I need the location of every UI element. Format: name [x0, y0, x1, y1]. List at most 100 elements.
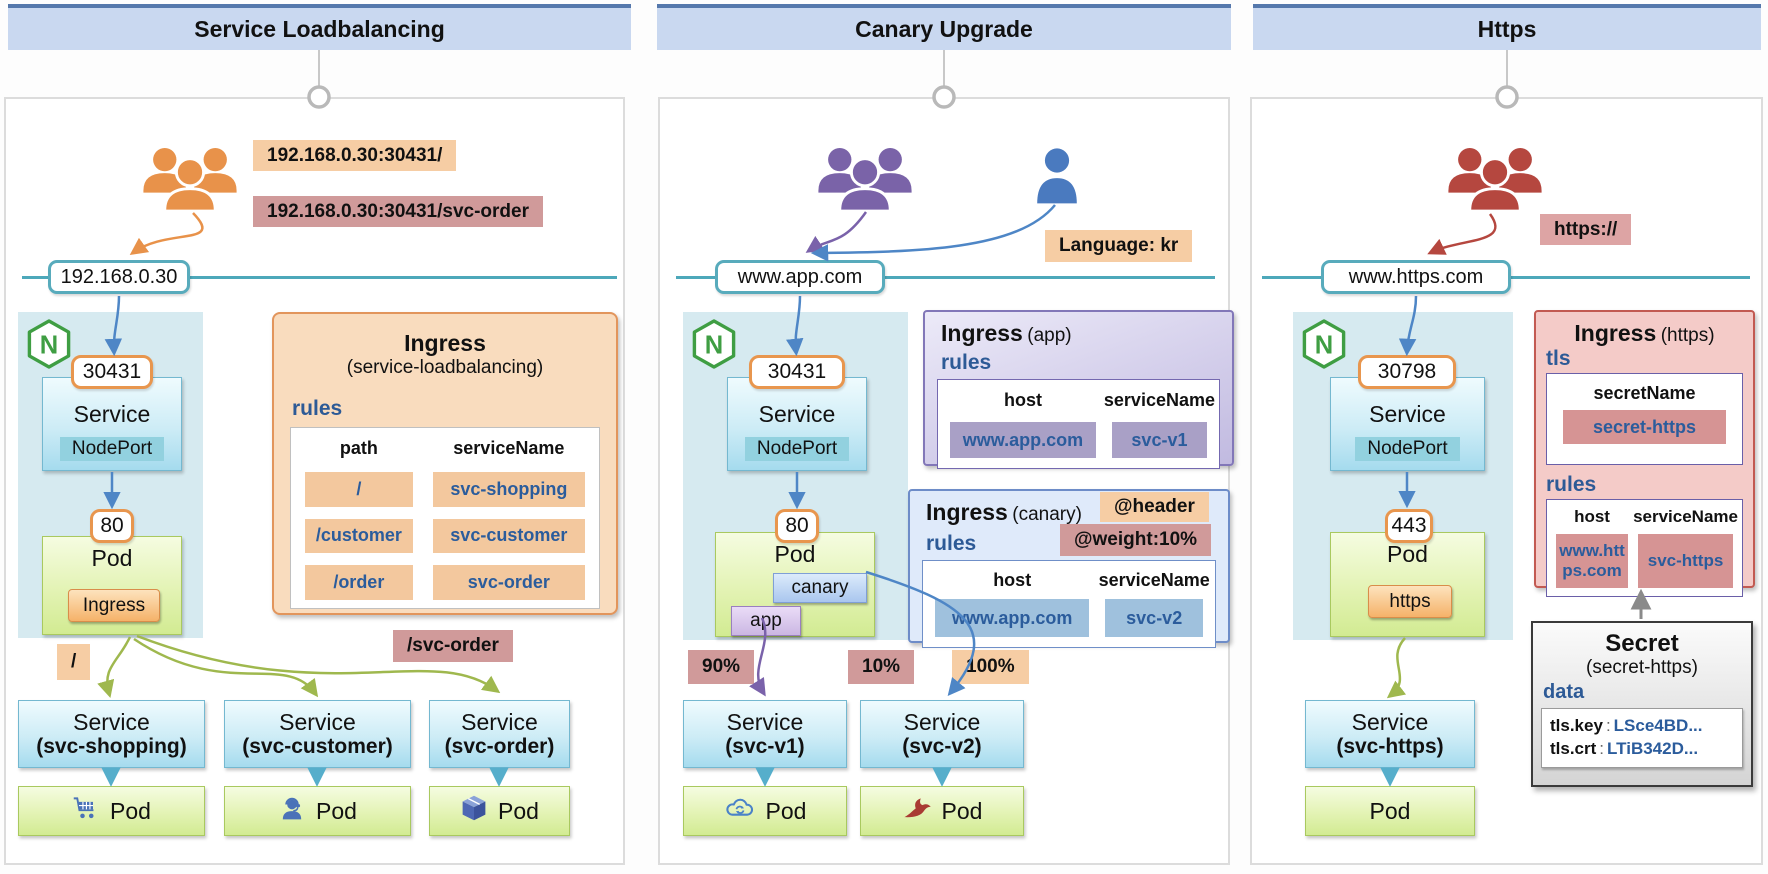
pod-label: Pod	[110, 797, 151, 824]
nodeport-type-chip: NodePort	[1355, 436, 1460, 461]
service-label: Service	[73, 708, 150, 735]
rule-path: /order	[305, 565, 413, 600]
host-box-https: www.https.com	[1321, 260, 1511, 294]
service-label: Service	[726, 708, 804, 735]
canary-chip: canary	[773, 573, 867, 603]
node-ip-box: 192.168.0.30	[48, 260, 190, 294]
chip-label: Ingress	[82, 594, 146, 616]
ingress-controller-pod: Pod canary app	[715, 532, 875, 637]
service-name: (svc-https)	[1336, 735, 1444, 759]
ingress-title: Ingress	[941, 320, 1023, 346]
canary-network-line	[676, 276, 1215, 279]
service-label: Service	[1369, 401, 1446, 428]
path-svc-order-label: /svc-order	[393, 630, 513, 662]
svg-text:N: N	[705, 331, 723, 359]
separator: :	[1605, 716, 1611, 736]
col-header-secretname: secretName	[1593, 382, 1696, 403]
rule-service: svc-order	[432, 565, 585, 600]
ingress-title: Ingress	[404, 330, 486, 356]
service-name: (svc-v2)	[902, 735, 982, 759]
pod-label: Pod	[1369, 797, 1411, 824]
users-group-icon	[815, 146, 915, 213]
service-label: Service	[279, 708, 356, 735]
tls-secret-name: secret-https	[1563, 410, 1726, 444]
rule-service: svc-v1	[1111, 422, 1207, 458]
container-port-box: 80	[90, 509, 134, 543]
https-scheme-label: https://	[1540, 214, 1632, 245]
label-text: 10%	[862, 656, 901, 677]
ingress-spec-box-https: Ingress (https) tls secretName secret-ht…	[1534, 310, 1755, 597]
traffic-10-label: 10%	[848, 650, 915, 684]
hummingbird-icon	[902, 796, 932, 826]
secret-data-table: tls.key:LSce4BD... tls.crt:LTiB342D...	[1541, 708, 1743, 769]
pod-label: Pod	[91, 545, 133, 571]
ingress-title: Ingress	[1574, 320, 1657, 346]
ingress-title: Ingress	[926, 499, 1008, 525]
pod-https: Pod	[1305, 786, 1475, 836]
separator: :	[1599, 739, 1605, 759]
label-text: /svc-order	[407, 635, 499, 656]
label-text: 90%	[702, 656, 741, 677]
cart-icon	[72, 794, 100, 828]
tls-label: tls	[1546, 347, 1571, 370]
svg-text:N: N	[1315, 331, 1333, 359]
ingress-scope: (https)	[1660, 325, 1715, 346]
secret-title: Secret	[1605, 630, 1679, 657]
service-label: Service	[461, 708, 538, 735]
pod-label: Pod	[765, 797, 807, 824]
col-header-servicename: serviceName	[1103, 389, 1215, 410]
port-number: 30431	[767, 360, 827, 383]
ingress-controller-pod: Pod https	[1330, 532, 1485, 637]
pod-shopping: Pod	[18, 786, 205, 836]
lb-network-line	[22, 276, 617, 279]
nginx-icon: N	[691, 318, 737, 375]
host-name: www.app.com	[737, 265, 863, 288]
label-text: Language: kr	[1059, 235, 1179, 256]
label-text: @header	[1114, 496, 1195, 517]
service-svc-shopping: Service (svc-shopping)	[18, 700, 205, 768]
pod-label: Pod	[941, 797, 983, 824]
col-header-servicename: serviceName	[453, 437, 565, 458]
col-header-path: path	[339, 437, 378, 458]
pod-label: Pod	[1387, 541, 1428, 567]
cloud-sync-icon	[724, 796, 756, 826]
rule-service: svc-v2	[1105, 599, 1203, 637]
header-title: Https	[1477, 15, 1537, 42]
single-user-icon	[1035, 148, 1079, 206]
pod-customer: Pod	[224, 786, 411, 836]
pod-label: Pod	[498, 797, 539, 824]
nodeport-type-chip: NodePort	[744, 436, 850, 461]
data-label: data	[1543, 681, 1585, 704]
nodeport-service-box: Service NodePort	[727, 377, 867, 471]
rule-service: svc-shopping	[432, 472, 585, 507]
container-port-box: 80	[775, 509, 819, 543]
service-svc-v1: Service (svc-v1)	[683, 700, 847, 768]
secret-subtitle: (secret-https)	[1586, 657, 1698, 679]
rules-label: rules	[1546, 473, 1597, 496]
col-header-host: host	[1003, 389, 1042, 410]
chip-label: canary	[791, 577, 849, 598]
header-title: Service Loadbalancing	[194, 15, 445, 42]
pod-v2: Pod	[860, 786, 1024, 836]
node-ip: 192.168.0.30	[60, 265, 178, 288]
traffic-90-label: 90%	[688, 650, 755, 684]
annotation-weight-badge: @weight:10%	[1060, 524, 1212, 556]
nodeport-number-box: 30431	[71, 355, 153, 389]
header-connectors	[318, 50, 1508, 87]
pod-label: Pod	[316, 797, 357, 824]
secret-value: LSce4BD...	[1613, 716, 1703, 736]
header-https: Https	[1253, 4, 1761, 50]
header-title: Canary Upgrade	[855, 15, 1033, 42]
col-header-host: host	[1574, 507, 1610, 526]
port-number: 80	[785, 514, 809, 537]
ingress-controller-pod: Pod Ingress	[42, 536, 182, 635]
app-chip: app	[731, 606, 801, 636]
chip-label: app	[750, 610, 782, 631]
rule-service: svc-customer	[432, 518, 585, 554]
package-icon	[460, 794, 488, 828]
rules-label: rules	[292, 397, 343, 420]
nodeport-number-box: 30431	[749, 355, 845, 389]
url-text: 192.168.0.30:30431/svc-order	[267, 200, 529, 222]
service-label: Service	[903, 708, 981, 735]
